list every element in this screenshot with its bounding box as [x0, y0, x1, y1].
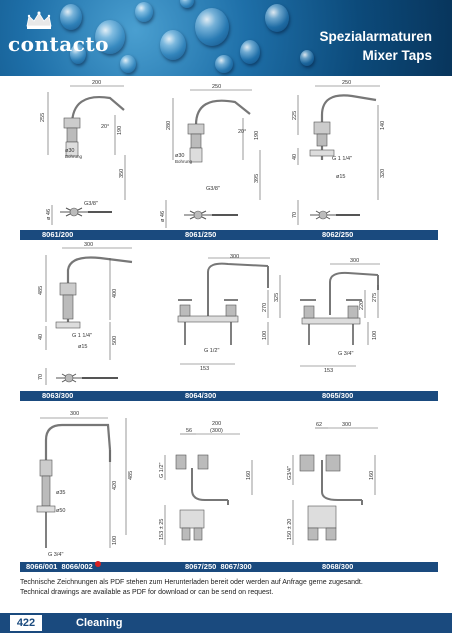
red-marker-icon — [94, 561, 101, 567]
page-number: 422 — [10, 615, 42, 631]
dim-label: (300) — [210, 428, 223, 434]
note-german: Technische Zeichnungen als PDF stehen zu… — [20, 579, 363, 586]
dim-label: G 1/2" — [204, 348, 219, 354]
model-label: 8064/300 — [185, 391, 217, 400]
dim-label: 62 — [316, 422, 322, 428]
dim-label: 190 — [117, 126, 123, 135]
dim-label: 56 — [186, 428, 192, 434]
dim-label: 160 — [246, 471, 252, 480]
dim-label: 395 — [254, 174, 260, 183]
dim-label: G 1/2" — [159, 463, 165, 478]
tap-8061-200-drawing — [60, 96, 125, 217]
dim-label: G 3/4" — [48, 552, 63, 558]
tap-8062-250-drawing — [309, 94, 377, 220]
dim-label: 250 — [342, 80, 351, 86]
model-label: 8061/250 — [185, 230, 217, 239]
dim-label: 20° — [101, 124, 109, 130]
model-label: 8065/300 — [322, 391, 354, 400]
dim-label: G 3/4" — [338, 351, 353, 357]
dim-label: 100 — [262, 331, 268, 340]
tap-8065-300-drawing — [300, 271, 379, 345]
dim-label: 70 — [38, 374, 44, 380]
dim-label: G3/8" — [206, 186, 220, 192]
dim-label: 160 — [369, 471, 375, 480]
dim-label: 400 — [112, 289, 118, 298]
dim-label: 275 — [372, 293, 378, 302]
header-banner: contacto Spezialarmaturen Mixer Taps — [0, 0, 452, 76]
model-label: 8063/300 — [42, 391, 74, 400]
model-label-left: 8066/001 8066/002 — [26, 562, 93, 571]
tap-8064-300-drawing — [177, 262, 269, 345]
title-english: Mixer Taps — [362, 48, 432, 63]
model-label: 8061/200 — [42, 230, 74, 239]
dim-label: ø30 — [175, 153, 184, 159]
dim-label: 153 ± 25 — [159, 519, 165, 540]
model-label: 8068/300 — [322, 562, 354, 571]
tap-8061-250-drawing — [184, 99, 251, 220]
dim-label: 225 — [292, 111, 298, 120]
dim-label: 20° — [238, 129, 246, 135]
dim-label: 280 — [166, 121, 172, 130]
page-title: Spezialarmaturen Mixer Taps — [319, 27, 432, 65]
model-band-row-3: 8066/001 8066/002 8067/250 8067/300 8068… — [20, 561, 438, 572]
dim-label: 40 — [292, 154, 298, 160]
dim-label: ø50 — [56, 508, 65, 514]
note-english: Technical drawings are available as PDF … — [20, 589, 274, 596]
dim-label: 153 — [324, 368, 333, 374]
dim-label: ø15 — [336, 174, 345, 180]
dim-label: 100 — [112, 536, 118, 545]
tap-8063-300-drawing — [55, 256, 133, 383]
model-label: 8067/250 8067/300 — [185, 562, 252, 571]
dim-label: 140 — [380, 121, 386, 130]
dim-label: G3/8" — [84, 201, 98, 207]
dim-label: 485 — [128, 471, 134, 480]
dim-label: 70 — [292, 212, 298, 218]
dim-label: 270 — [262, 303, 268, 312]
tap-8068-drawing — [299, 454, 363, 541]
dim-label: Bohrung — [175, 159, 193, 164]
dim-label: G3/4" — [287, 466, 293, 480]
title-german: Spezialarmaturen — [319, 29, 432, 44]
dim-label: ø35 — [56, 490, 65, 496]
model-band-row-1: 8061/200 8061/250 8062/250 — [20, 230, 438, 240]
dim-label: 40 — [38, 334, 44, 340]
dim-label: 300 — [342, 422, 351, 428]
dim-label: 100 — [372, 331, 378, 340]
model-label: 8066/001 8066/002 — [26, 561, 101, 572]
dim-label: 255 — [40, 113, 46, 122]
dim-label: 485 — [38, 286, 44, 295]
model-band-row-2: 8063/300 8064/300 8065/300 — [20, 391, 438, 401]
dim-label: 220 — [359, 301, 365, 310]
dim-label: ø 46 — [46, 209, 52, 220]
dim-label: 420 — [112, 481, 118, 490]
footer-bar: 422 Cleaning — [0, 613, 452, 633]
dim-label: 325 — [274, 293, 280, 302]
dim-label: 190 — [254, 131, 260, 140]
dim-label: Bohrung — [65, 154, 83, 159]
tap-8067-drawing — [175, 454, 229, 541]
category-label: Cleaning — [76, 617, 123, 629]
model-label: 8062/250 — [322, 230, 354, 239]
dim-label: 200 — [212, 421, 221, 427]
dim-label: ø15 — [78, 344, 87, 350]
dim-label: 300 — [70, 411, 79, 417]
brand-logo: contacto — [8, 32, 110, 56]
dim-label: 300 — [84, 242, 93, 248]
dim-label: 200 — [92, 80, 101, 86]
dim-label: G 1 1/4" — [332, 156, 352, 162]
dim-label: 153 — [200, 366, 209, 372]
dim-label: 500 — [112, 336, 118, 345]
dim-label: 250 — [212, 84, 221, 90]
dim-label: 350 — [119, 169, 125, 178]
crown-logo-icon — [26, 11, 52, 29]
dim-label: 300 — [350, 258, 359, 264]
dim-label: 150 ± 20 — [287, 519, 293, 540]
tap-8066-drawing — [36, 423, 112, 548]
dim-label: ø30 — [65, 148, 74, 154]
dim-label: G 1 1/4" — [72, 333, 92, 339]
dim-label: 320 — [380, 169, 386, 178]
dim-label: ø 46 — [160, 211, 166, 222]
dim-label: 300 — [230, 254, 239, 260]
